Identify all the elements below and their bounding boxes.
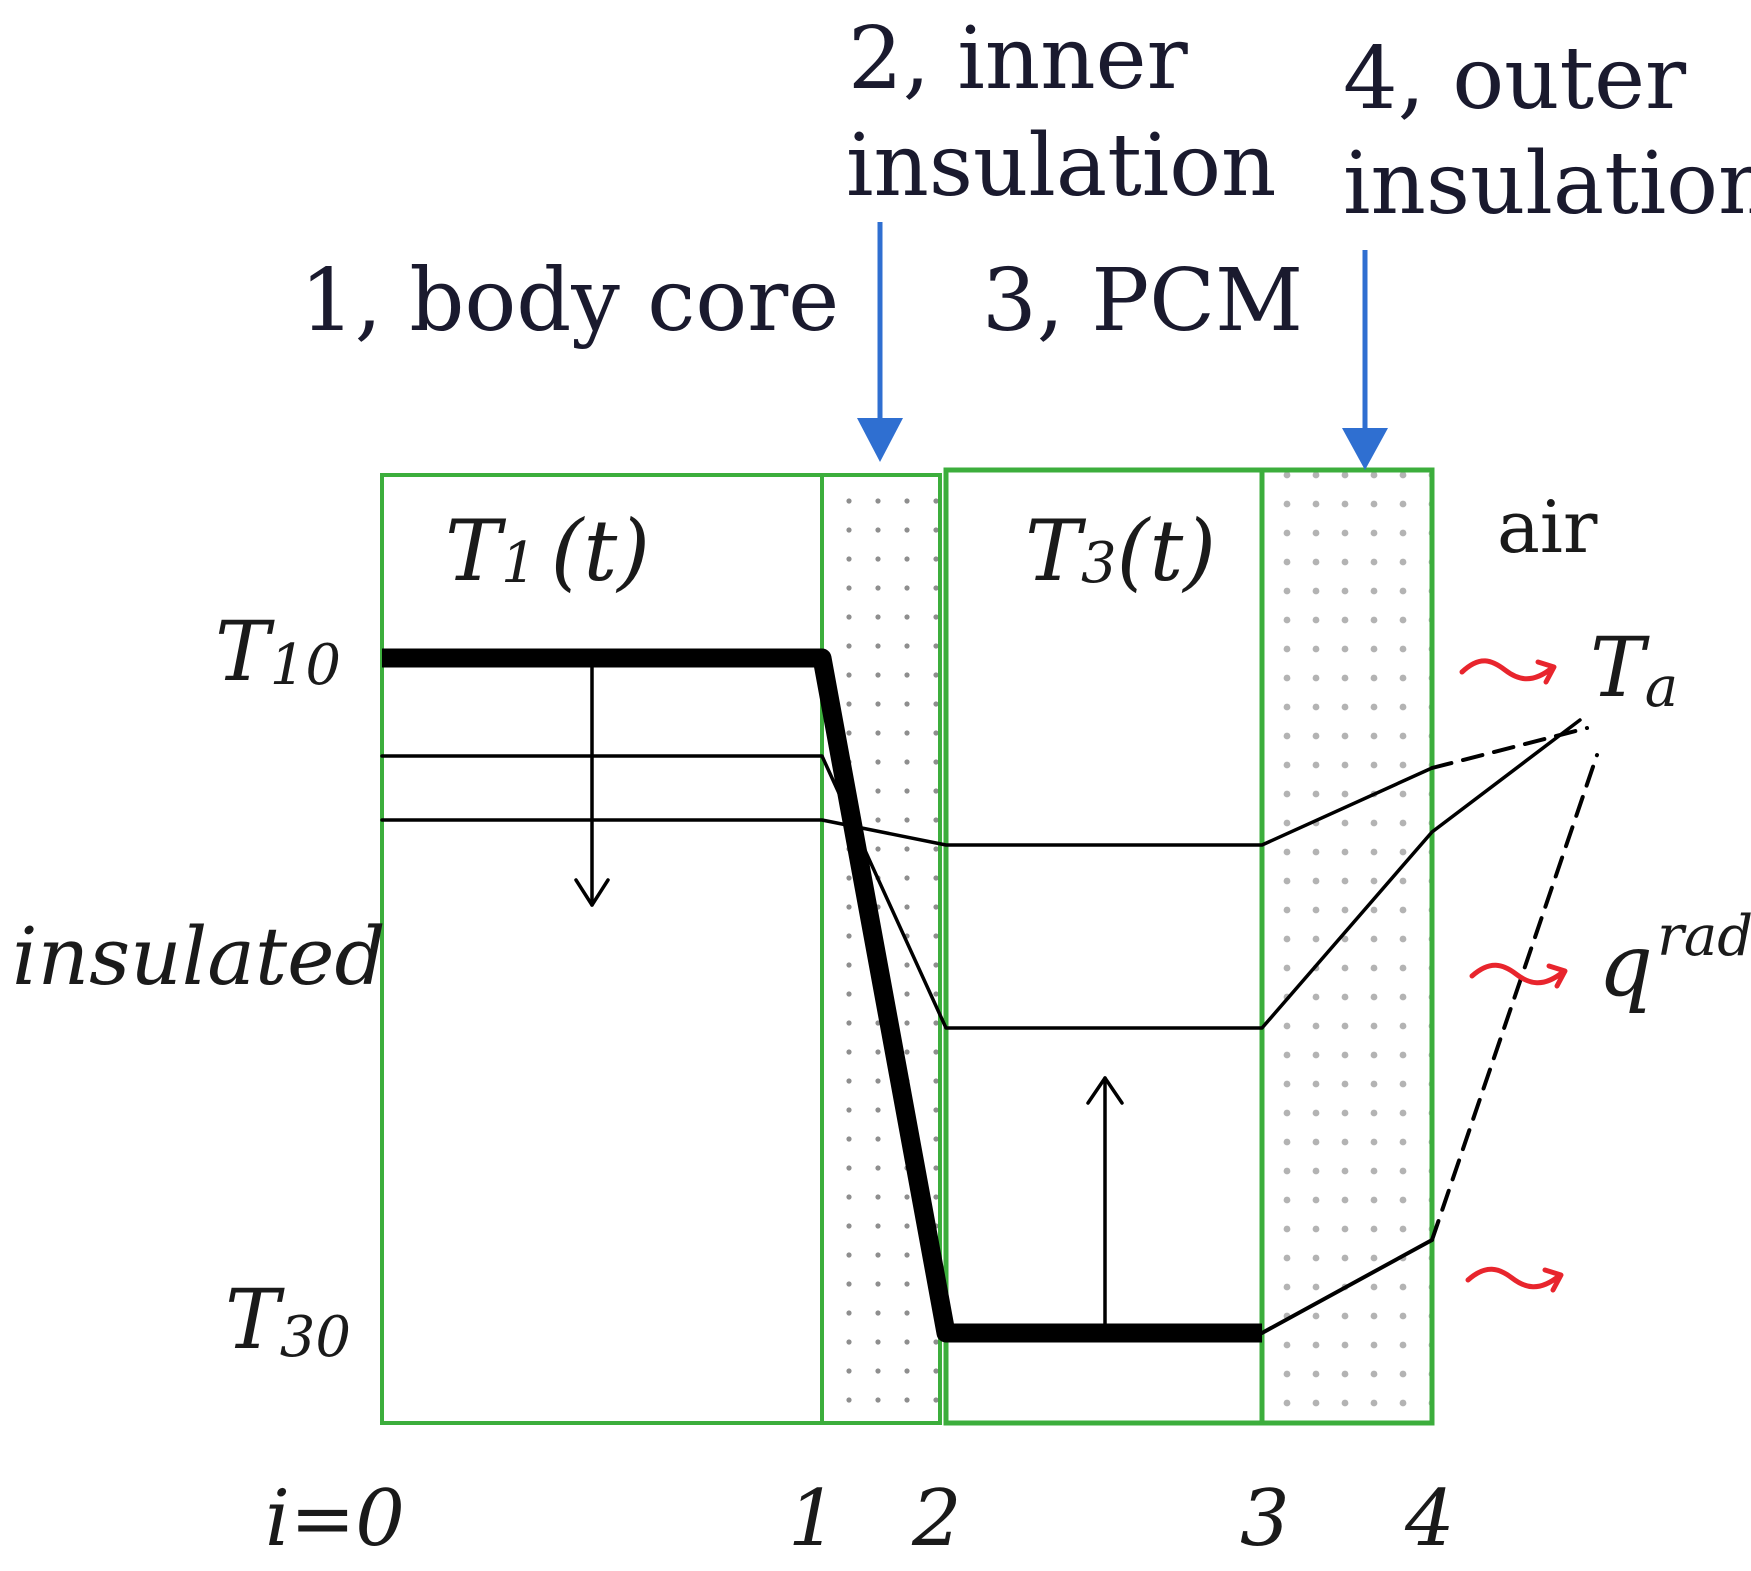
t10-label-sub: 10 — [270, 633, 341, 698]
insulation-pointer-arrows — [857, 222, 1388, 470]
flux-arrow-middle — [1469, 962, 1566, 986]
body-core-label: 1, body core — [300, 251, 839, 351]
inner-insulation-label-line1: 2, inner — [848, 9, 1189, 109]
node-index-3: 3 — [1240, 1474, 1290, 1564]
evolution-arrows — [574, 662, 1124, 1329]
initial-profile-outer-segment — [1260, 1238, 1434, 1335]
t3-increase-arrow-head — [1086, 1076, 1124, 1105]
temperature-profiles — [380, 648, 1599, 1343]
flux-arrow-top-head — [1535, 659, 1557, 685]
inner-insulation-pointer-head — [857, 418, 903, 462]
ta-label-sub: a — [1645, 655, 1678, 720]
heat-flux-arrows — [1459, 658, 1568, 1293]
body-core-box — [380, 473, 824, 1425]
t1-label-sub: 1 — [501, 531, 537, 596]
t30-label-sub: 30 — [280, 1305, 351, 1370]
ta-label-main: T — [1590, 621, 1650, 716]
inner-insulation-label-line2: insulation — [846, 116, 1276, 216]
inner-insulation-box — [820, 473, 942, 1425]
t30-label-main: T — [225, 1273, 285, 1368]
node-index-1: 1 — [788, 1474, 838, 1564]
layer-boxes — [380, 467, 1435, 1426]
outer-insulation-label-line2: insulation — [1343, 134, 1751, 234]
node-index-4: 4 — [1404, 1474, 1455, 1564]
flux-arrow-top — [1459, 658, 1555, 682]
late-profile-air-dashed — [1430, 726, 1589, 770]
late-profile-line — [380, 766, 1434, 847]
t1-decrease-arrow-head — [574, 878, 610, 907]
t30-label: T30 — [225, 1273, 351, 1370]
initial-profile-air-dashed — [1430, 753, 1599, 1242]
pcm-label: 3, PCM — [982, 251, 1303, 351]
outer-insulation-box — [1259, 467, 1435, 1426]
initial-profile-line — [382, 648, 1262, 1343]
insulated-label: insulated — [12, 910, 386, 1003]
outer-insulation-label-line1: 4, outer — [1343, 29, 1687, 129]
t10-label: T10 — [215, 605, 341, 700]
qrad-label-sup: rad — [1657, 904, 1751, 969]
t3-label-arg: (t) — [1117, 502, 1216, 600]
intermediate-profile-line — [380, 718, 1582, 1030]
flux-arrow-middle-head — [1546, 963, 1568, 989]
outer-insulation-pointer-head — [1342, 428, 1388, 470]
t3-label-sub: 3 — [1081, 531, 1117, 596]
t10-label-main: T — [215, 605, 275, 700]
node-index-0: i=0 — [265, 1474, 405, 1564]
t3-label: T3(t) — [1025, 502, 1216, 600]
t1-label-main: T — [445, 502, 507, 600]
flux-arrow-bottom — [1465, 1266, 1562, 1290]
node-index-2: 2 — [911, 1474, 962, 1564]
ta-label: Ta — [1590, 621, 1678, 720]
qrad-label-main: q — [1598, 916, 1653, 1016]
t1-label-arg: (t) — [551, 502, 650, 600]
t3-label-main: T — [1025, 502, 1087, 600]
air-label: air — [1497, 485, 1598, 569]
outer-insulation-region — [1262, 470, 1432, 1423]
t1-label: T1(t) — [445, 502, 650, 600]
qrad-label: qrad — [1598, 904, 1751, 1016]
flux-arrow-bottom-head — [1542, 1267, 1564, 1293]
